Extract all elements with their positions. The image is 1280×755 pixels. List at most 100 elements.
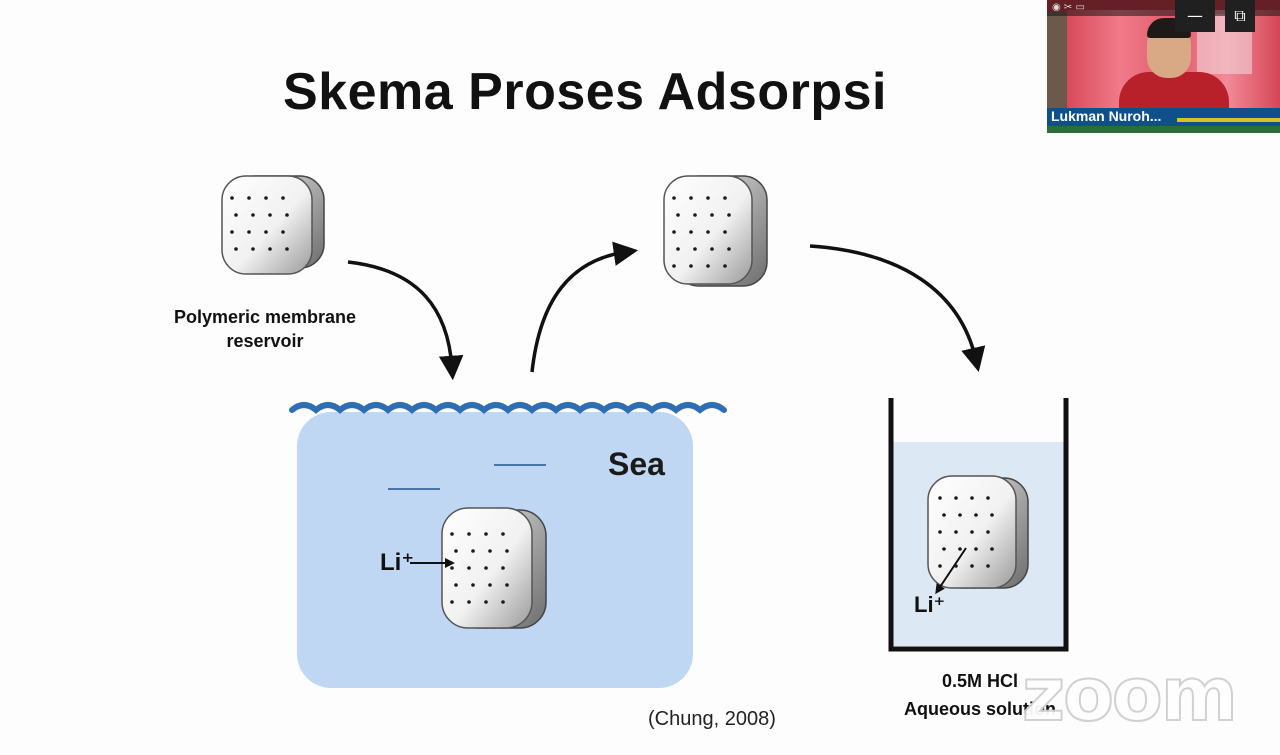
pore-dot	[689, 196, 693, 200]
video-bookshelf	[1047, 12, 1067, 114]
pore-dot	[727, 247, 731, 251]
arrow-into-beaker	[809, 244, 986, 372]
li-desorption-arrow	[935, 547, 967, 595]
pore-dot	[484, 600, 488, 604]
pore-dot	[264, 196, 268, 200]
membrane-pad-sea	[441, 507, 547, 629]
pore-dot	[723, 230, 727, 234]
sea-waves	[289, 402, 727, 414]
membrane-pad-initial	[221, 175, 325, 275]
pore-dot	[970, 496, 974, 500]
pore-dot	[264, 230, 268, 234]
pore-dot	[710, 247, 714, 251]
pore-dot	[484, 532, 488, 536]
pore-dot	[974, 547, 978, 551]
pore-dot	[471, 583, 475, 587]
lithium-ion-label-beaker: Li⁺	[914, 592, 946, 617]
pore-dot	[247, 196, 251, 200]
pore-dot	[689, 264, 693, 268]
pore-dot	[723, 196, 727, 200]
pore-dot	[942, 547, 946, 551]
beaker-outline	[888, 398, 1069, 652]
pore-dot	[501, 532, 505, 536]
video-name-bar-accent	[1177, 118, 1280, 122]
pore-dot	[488, 583, 492, 587]
pore-dot	[471, 549, 475, 553]
pore-dot	[467, 532, 471, 536]
video-top-bar: ◉ ✂ ▭	[1047, 0, 1280, 16]
sea-label: Sea	[608, 446, 665, 482]
pore-dot	[938, 530, 942, 534]
pore-dot	[693, 213, 697, 217]
slide-title: Skema Proses Adsorpsi	[283, 63, 887, 121]
pore-dot	[501, 600, 505, 604]
pore-dot	[268, 213, 272, 217]
pore-dot	[958, 547, 962, 551]
pore-dot	[672, 196, 676, 200]
pore-dot	[974, 513, 978, 517]
pore-dot	[706, 230, 710, 234]
pore-dot	[285, 213, 289, 217]
pore-dot	[467, 600, 471, 604]
pore-dot	[706, 264, 710, 268]
pore-dot	[281, 196, 285, 200]
pore-dot	[990, 513, 994, 517]
pore-dot	[488, 549, 492, 553]
restore-video-button[interactable]: ⧉	[1225, 0, 1255, 32]
pore-dot	[938, 496, 942, 500]
pore-dot	[986, 496, 990, 500]
pore-dot	[727, 213, 731, 217]
membrane-pad-loaded	[663, 175, 768, 287]
pore-dot	[251, 247, 255, 251]
video-bottom-strip	[1047, 126, 1280, 133]
pore-dot	[672, 264, 676, 268]
membrane-pad-beaker	[927, 475, 1029, 589]
participant-name: Lukman Nuroh...	[1051, 108, 1162, 124]
lithium-ion-label-sea: Li⁺	[380, 549, 414, 576]
pore-dot	[954, 530, 958, 534]
pore-dot	[676, 247, 680, 251]
pore-dot	[285, 247, 289, 251]
pore-dot	[970, 564, 974, 568]
pore-dot	[484, 566, 488, 570]
pore-dot	[986, 564, 990, 568]
citation: (Chung, 2008)	[648, 708, 776, 730]
pore-dot	[672, 230, 676, 234]
arrow-out-of-sea	[530, 241, 639, 373]
arrow-into-sea	[347, 260, 464, 381]
pore-dot	[676, 213, 680, 217]
zoom-watermark: zoom	[1021, 651, 1239, 739]
pore-dot	[454, 549, 458, 553]
pore-dot	[990, 547, 994, 551]
hcl-label-line1: 0.5M HCl	[941, 671, 1019, 691]
pore-dot	[234, 247, 238, 251]
pore-dot	[450, 532, 454, 536]
pore-dot	[710, 213, 714, 217]
hcl-label-line2: Aqueous solution	[904, 699, 1056, 719]
pore-dot	[234, 213, 238, 217]
pore-dot	[942, 513, 946, 517]
pore-dot	[501, 566, 505, 570]
pore-dot	[938, 564, 942, 568]
hcl-solution-label: 0.5M HCl Aqueous solution	[880, 667, 1080, 723]
pore-dot	[954, 564, 958, 568]
pore-dot	[689, 230, 693, 234]
pore-dot	[450, 600, 454, 604]
pore-dot	[230, 196, 234, 200]
pore-dot	[958, 513, 962, 517]
video-status-icons: ◉ ✂ ▭	[1052, 2, 1085, 13]
pore-dot	[467, 566, 471, 570]
membrane-label-line2: reservoir	[226, 331, 304, 351]
pad-pores	[230, 196, 994, 604]
pore-dot	[706, 196, 710, 200]
minimize-video-button[interactable]: —	[1175, 0, 1215, 32]
pore-dot	[986, 530, 990, 534]
pore-dot	[454, 583, 458, 587]
pore-dot	[268, 247, 272, 251]
pore-dot	[230, 230, 234, 234]
pore-dot	[505, 583, 509, 587]
membrane-label: Polymeric membrane reservoir	[150, 305, 380, 353]
pore-dot	[954, 496, 958, 500]
pore-dot	[693, 247, 697, 251]
